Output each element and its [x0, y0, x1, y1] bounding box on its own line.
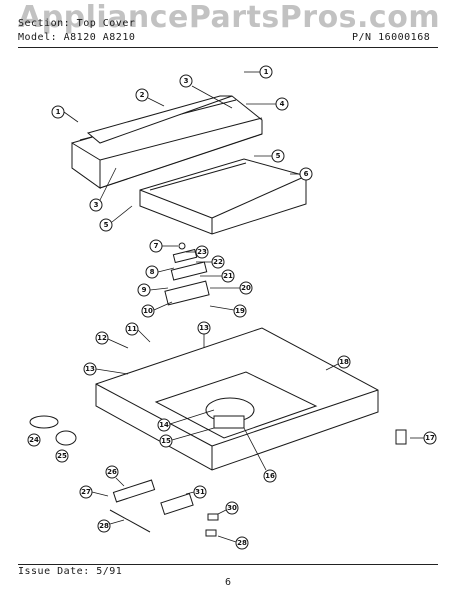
callout-1-top: 1	[244, 65, 273, 79]
callout-10: 10	[141, 301, 173, 318]
callout-15: 15	[159, 427, 215, 448]
main-top-cover-part	[95, 327, 379, 471]
callout-19: 19	[209, 304, 247, 318]
svg-text:21: 21	[223, 272, 233, 280]
watermark: AppliancePartsPros.com	[17, 0, 441, 35]
svg-text:15: 15	[161, 437, 171, 445]
callout-14: 14	[157, 409, 215, 432]
control-panel-part	[71, 95, 263, 189]
callout-31: 31	[185, 485, 207, 499]
lower-small-parts	[29, 415, 407, 537]
svg-text:3: 3	[184, 77, 189, 85]
svg-text:2: 2	[140, 91, 145, 99]
callout-3-top: 3	[179, 74, 233, 109]
callout-13-right: 13	[197, 321, 211, 348]
svg-text:9: 9	[142, 286, 147, 294]
svg-text:12: 12	[97, 334, 107, 342]
issue-date: Issue Date: 5/91	[18, 566, 123, 577]
svg-text:27: 27	[81, 488, 91, 496]
svg-text:4: 4	[280, 100, 285, 108]
svg-text:10: 10	[143, 307, 153, 315]
svg-text:13: 13	[85, 365, 95, 373]
svg-text:20: 20	[241, 284, 251, 292]
model-line: Model: A8120 A8210	[18, 32, 136, 43]
callout-25: 25	[55, 449, 69, 463]
svg-text:16: 16	[265, 472, 275, 480]
callout-30: 30	[217, 501, 239, 515]
callout-12: 12	[95, 331, 129, 349]
callout-7: 7	[149, 239, 178, 253]
svg-text:6: 6	[304, 170, 309, 178]
svg-text:28: 28	[99, 522, 109, 530]
callout-2: 2	[135, 88, 165, 107]
callout-13-left: 13	[83, 362, 129, 376]
callout-24: 24	[27, 433, 41, 447]
callout-4: 4	[246, 97, 289, 111]
callout-21: 21	[200, 269, 235, 283]
svg-text:14: 14	[159, 421, 169, 429]
svg-text:5: 5	[104, 221, 109, 229]
svg-text:28: 28	[237, 539, 247, 547]
callout-18: 18	[325, 355, 351, 371]
svg-text:5: 5	[276, 152, 281, 160]
svg-text:24: 24	[29, 436, 39, 444]
svg-text:30: 30	[227, 504, 237, 512]
callout-27: 27	[79, 485, 109, 499]
callout-6: 6	[290, 167, 313, 181]
callout-9: 9	[137, 283, 169, 297]
top-lid-part	[139, 158, 307, 235]
svg-text:11: 11	[127, 325, 137, 333]
svg-text:7: 7	[154, 242, 159, 250]
callout-11: 11	[125, 322, 151, 343]
callout-5-left: 5	[99, 205, 133, 232]
callout-28-left: 28	[97, 519, 125, 533]
svg-text:25: 25	[57, 452, 67, 460]
svg-text:26: 26	[107, 468, 117, 476]
callout-16: 16	[243, 427, 277, 483]
callout-8: 8	[145, 265, 175, 279]
callout-22: 22	[196, 255, 225, 269]
svg-text:3: 3	[94, 201, 99, 209]
header-rule	[18, 47, 438, 48]
callout-23: 23	[186, 245, 209, 259]
page-number: 6	[225, 577, 232, 588]
svg-text:18: 18	[339, 358, 349, 366]
svg-text:1: 1	[264, 68, 269, 76]
callout-20: 20	[210, 281, 253, 295]
lid-switch-assembly	[164, 242, 210, 306]
svg-text:19: 19	[235, 307, 245, 315]
footer-rule	[18, 564, 438, 565]
callout-1-left: 1	[51, 105, 79, 123]
section-title: Section: Top Cover	[18, 18, 136, 29]
svg-text:8: 8	[150, 268, 155, 276]
callout-26: 26	[105, 465, 125, 487]
svg-text:1: 1	[56, 108, 61, 116]
svg-text:31: 31	[195, 488, 205, 496]
callout-17: 17	[410, 431, 437, 445]
svg-text:13: 13	[199, 324, 209, 332]
svg-text:23: 23	[197, 248, 207, 256]
part-number: P/N 16000168	[352, 32, 431, 43]
callout-5-right: 5	[254, 149, 285, 163]
svg-text:17: 17	[425, 434, 435, 442]
callout-3-bottom: 3	[89, 167, 117, 212]
svg-text:22: 22	[213, 258, 223, 266]
callout-28-right: 28	[217, 535, 249, 550]
